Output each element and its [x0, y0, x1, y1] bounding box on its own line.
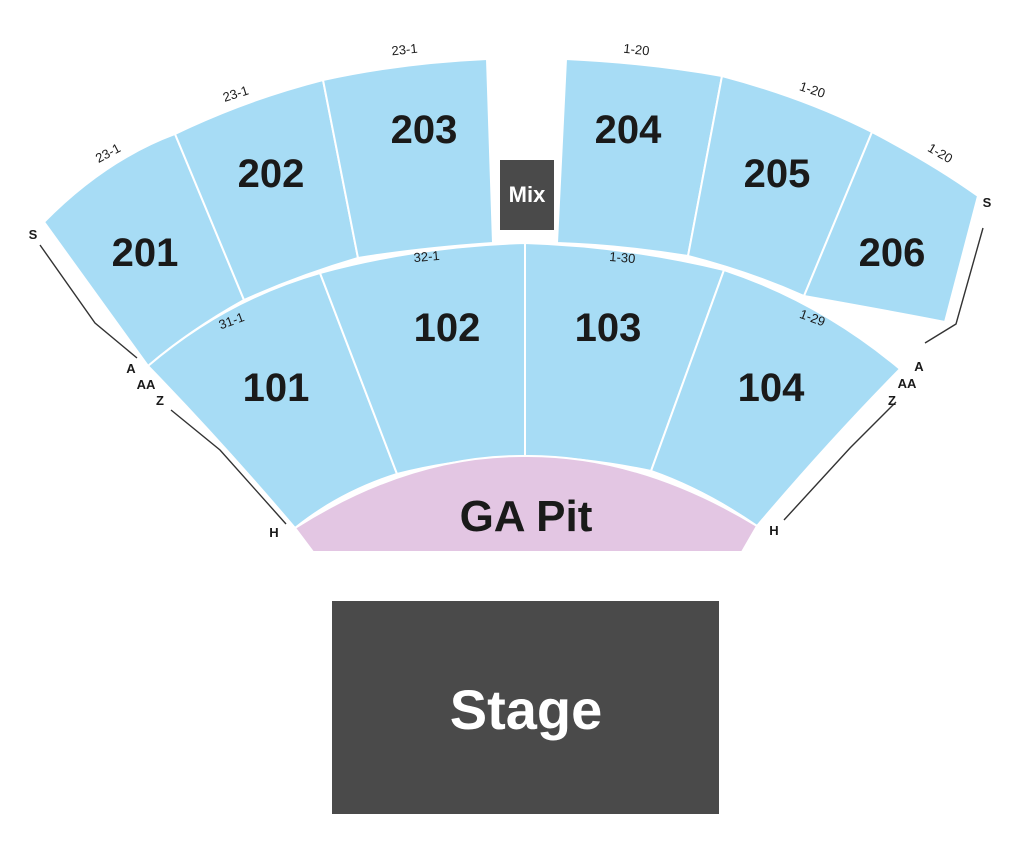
right-row-z-label: Z — [888, 393, 896, 408]
mix-position — [500, 160, 554, 230]
right-row-h-label: H — [769, 523, 778, 538]
right-row-s-label: S — [983, 195, 992, 210]
section-101[interactable] — [146, 271, 399, 530]
seat-range-103: 1-30 — [609, 249, 636, 266]
right-row-a-label: A — [914, 359, 924, 374]
seat-range-202: 23-1 — [221, 83, 250, 105]
seat-range-206: 1-20 — [925, 140, 955, 166]
ga-pit-section[interactable] — [293, 454, 759, 553]
seat-range-205: 1-20 — [798, 79, 827, 101]
left-row-aa-label: AA — [137, 377, 156, 392]
section-202-label: 202 — [238, 152, 305, 196]
seat-range-102: 32-1 — [413, 248, 440, 265]
section-104-label: 104 — [738, 366, 805, 410]
seat-range-204: 1-20 — [623, 41, 650, 59]
left-row-z-label: Z — [156, 393, 164, 408]
section-203-label: 203 — [391, 108, 458, 152]
section-102-label: 102 — [414, 306, 481, 350]
section-201-label: 201 — [112, 231, 179, 275]
seat-range-203: 23-1 — [391, 41, 418, 59]
mix-label: Mix — [509, 182, 546, 207]
section-206[interactable] — [802, 130, 980, 324]
left-upper-aisle-line — [39, 244, 138, 359]
stage-label: Stage — [450, 678, 603, 741]
ga-pit-label: GA Pit — [460, 492, 593, 541]
section-104[interactable] — [649, 268, 902, 528]
section-205-label: 205 — [744, 152, 811, 196]
section-206-label: 206 — [859, 231, 926, 275]
right-lower-aisle-line — [783, 401, 897, 521]
right-row-aa-label: AA — [898, 376, 917, 391]
section-203[interactable] — [321, 57, 495, 260]
right-upper-aisle-line — [924, 227, 984, 344]
left-row-s-label: S — [29, 227, 38, 242]
section-101-label: 101 — [243, 366, 310, 410]
left-row-a-label: A — [126, 361, 136, 376]
stage — [332, 601, 719, 814]
left-lower-aisle-line — [170, 409, 287, 525]
left-row-h-label: H — [269, 525, 278, 540]
section-103-label: 103 — [575, 306, 642, 350]
section-204-label: 204 — [595, 108, 662, 152]
